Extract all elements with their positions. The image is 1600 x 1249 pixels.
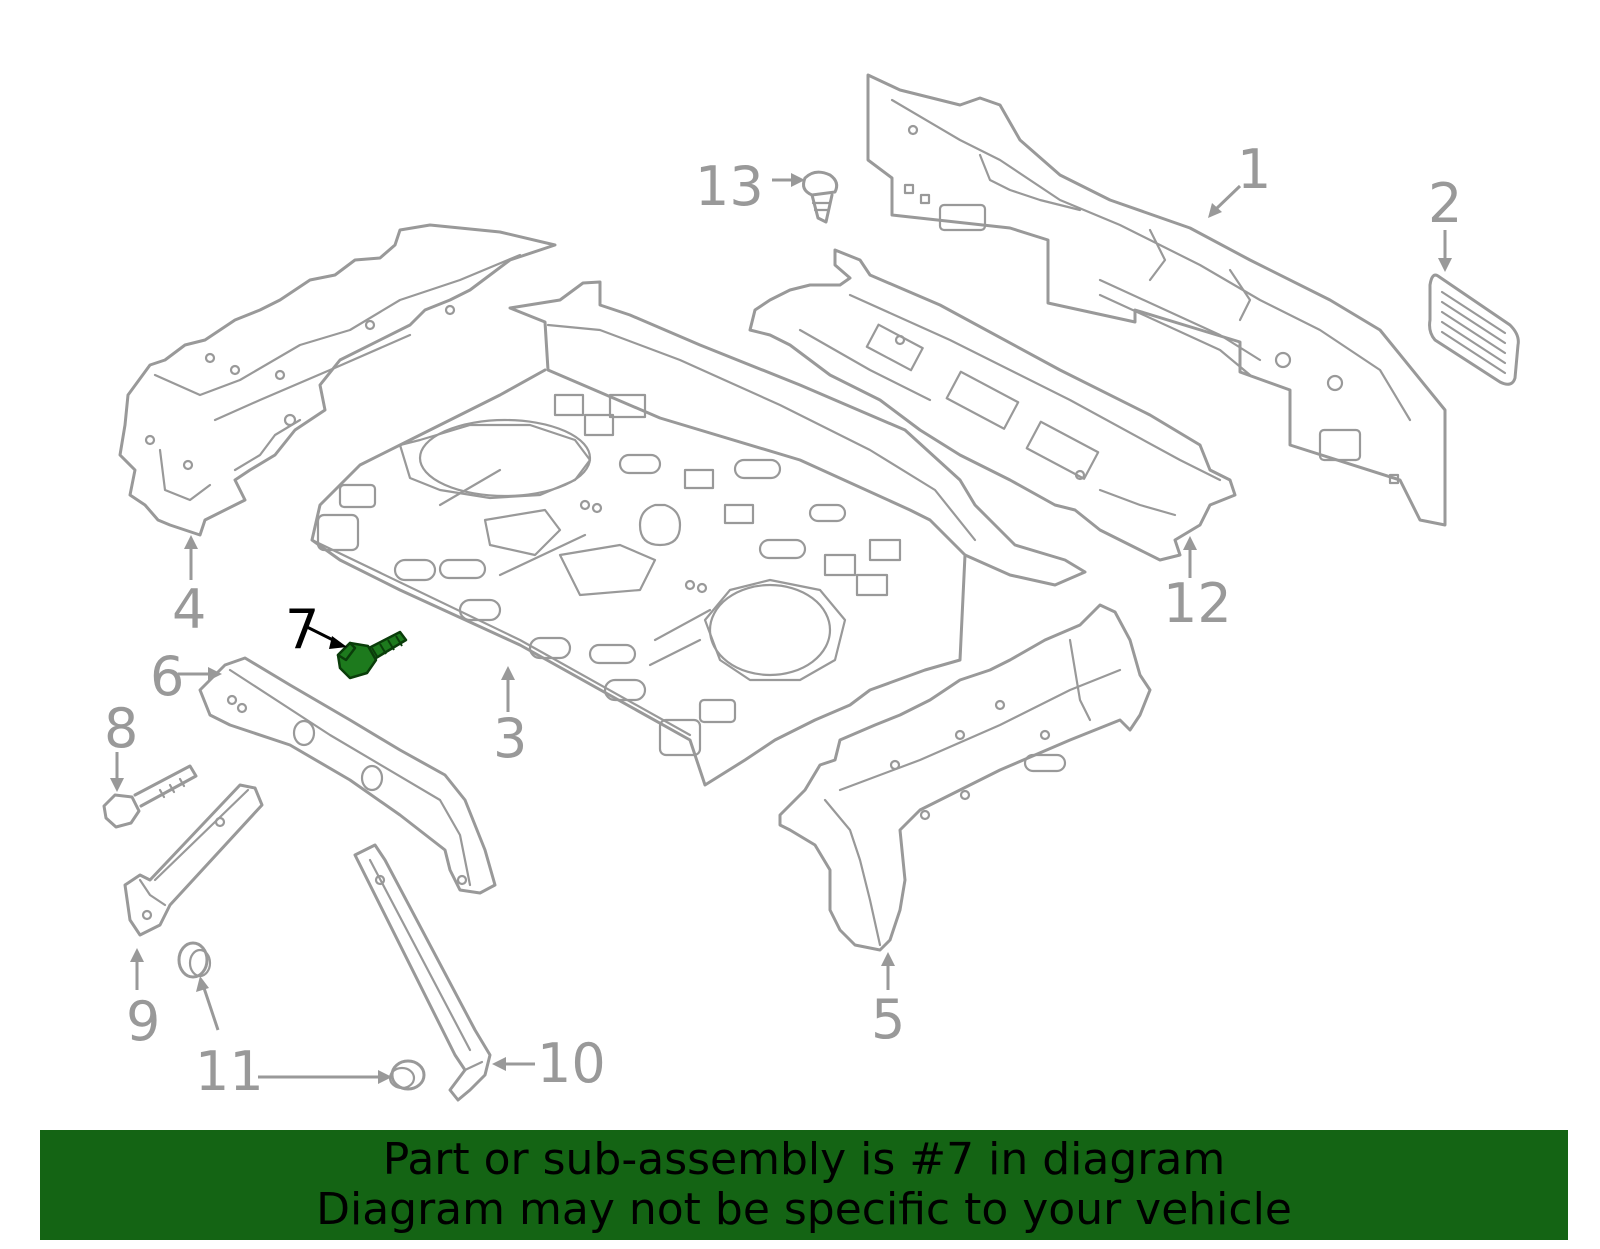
banner-line-2: Diagram may not be specific to your vehi… [316,1184,1292,1235]
svg-text:2: 2 [1428,172,1462,235]
svg-text:4: 4 [172,578,206,641]
callout-11: 11 [195,976,392,1103]
svg-text:10: 10 [537,1032,606,1095]
callout-5: 5 [871,952,905,1051]
svg-text:12: 12 [1163,572,1232,635]
svg-text:8: 8 [104,697,138,760]
info-banner: Part or sub-assembly is #7 in diagram Di… [40,1130,1568,1240]
callout-10: 10 [492,1032,606,1095]
part-11-grommet-upper [177,941,212,979]
svg-text:11: 11 [195,1040,264,1103]
svg-text:1: 1 [1237,138,1271,201]
callout-2: 2 [1428,172,1462,272]
part-12-rear-shelf [748,248,1237,562]
svg-text:6: 6 [150,645,184,708]
part-5-right-side-member [778,603,1152,952]
svg-text:13: 13 [695,155,764,218]
callout-1: 1 [1208,138,1271,218]
banner-line-1: Part or sub-assembly is #7 in diagram [382,1134,1226,1185]
callout-8: 8 [104,697,138,792]
part-9-brace [123,783,264,937]
callout-9: 9 [126,948,160,1053]
part-4-left-side-member [118,223,557,537]
part-10-diagonal-brace [353,843,492,1102]
svg-text:5: 5 [871,988,905,1051]
svg-text:3: 3 [493,707,527,770]
parts-diagram: 1 2 [102,73,1520,1103]
part-8-bolt [102,764,198,829]
part-13-clip [802,170,839,224]
part-1-rear-panel [866,73,1447,527]
callout-3: 3 [493,666,527,770]
part-3-floor-pan [310,280,1087,787]
part-7-bolt [336,630,408,680]
part-2-vent-grille [1428,273,1520,386]
part-6-crossmember-bracket [198,656,497,895]
part-11-grommet-lower [388,1059,426,1091]
callout-7: 7 [285,598,347,661]
svg-text:9: 9 [126,990,160,1053]
callout-13: 13 [695,155,805,218]
callout-6: 6 [150,645,222,708]
callout-12: 12 [1163,536,1232,635]
callout-4: 4 [172,535,206,641]
